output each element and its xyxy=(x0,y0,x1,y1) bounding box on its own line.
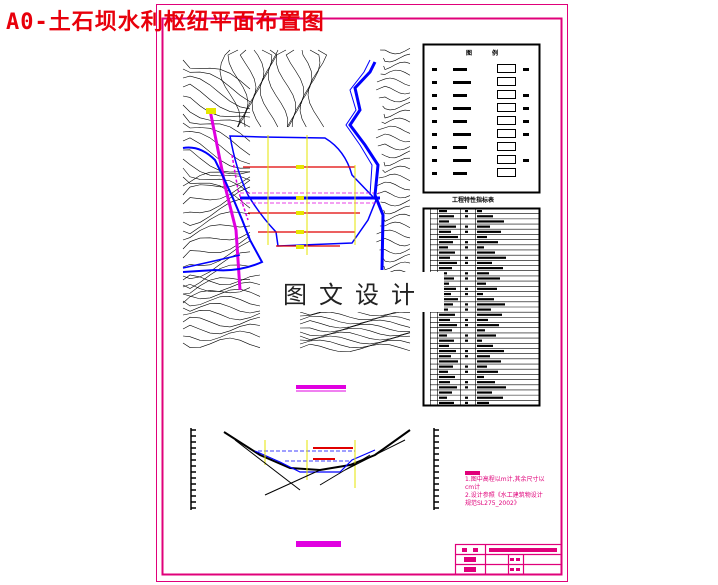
note-2: 2.设计参照《水工建筑物设计规范SL275_2002》 xyxy=(465,492,543,507)
outer-frame xyxy=(156,4,568,582)
legend-heading-left: 图 xyxy=(466,49,472,57)
legend-box xyxy=(422,43,541,194)
dam-plan xyxy=(182,59,385,291)
drawing-title: A0-土石坝水利枢纽平面布置图 xyxy=(6,10,325,35)
notes: 1.图中高程以m计,其余尺寸以cm计 2.设计参照《水工建筑物设计规范SL275… xyxy=(465,476,545,508)
note-1: 1.图中高程以m计,其余尺寸以cm计 xyxy=(465,476,545,491)
plan-view-label xyxy=(296,385,346,389)
legend-heading-right: 例 xyxy=(492,49,498,57)
title-block xyxy=(454,543,563,576)
watermark: 图文设计 xyxy=(266,272,444,312)
section-label xyxy=(296,541,341,547)
table-title: 工程特性指标表 xyxy=(452,196,495,204)
cross-section xyxy=(190,428,439,510)
notes-heading xyxy=(465,471,480,475)
characteristics-table xyxy=(422,207,541,407)
inner-frame xyxy=(161,17,563,576)
